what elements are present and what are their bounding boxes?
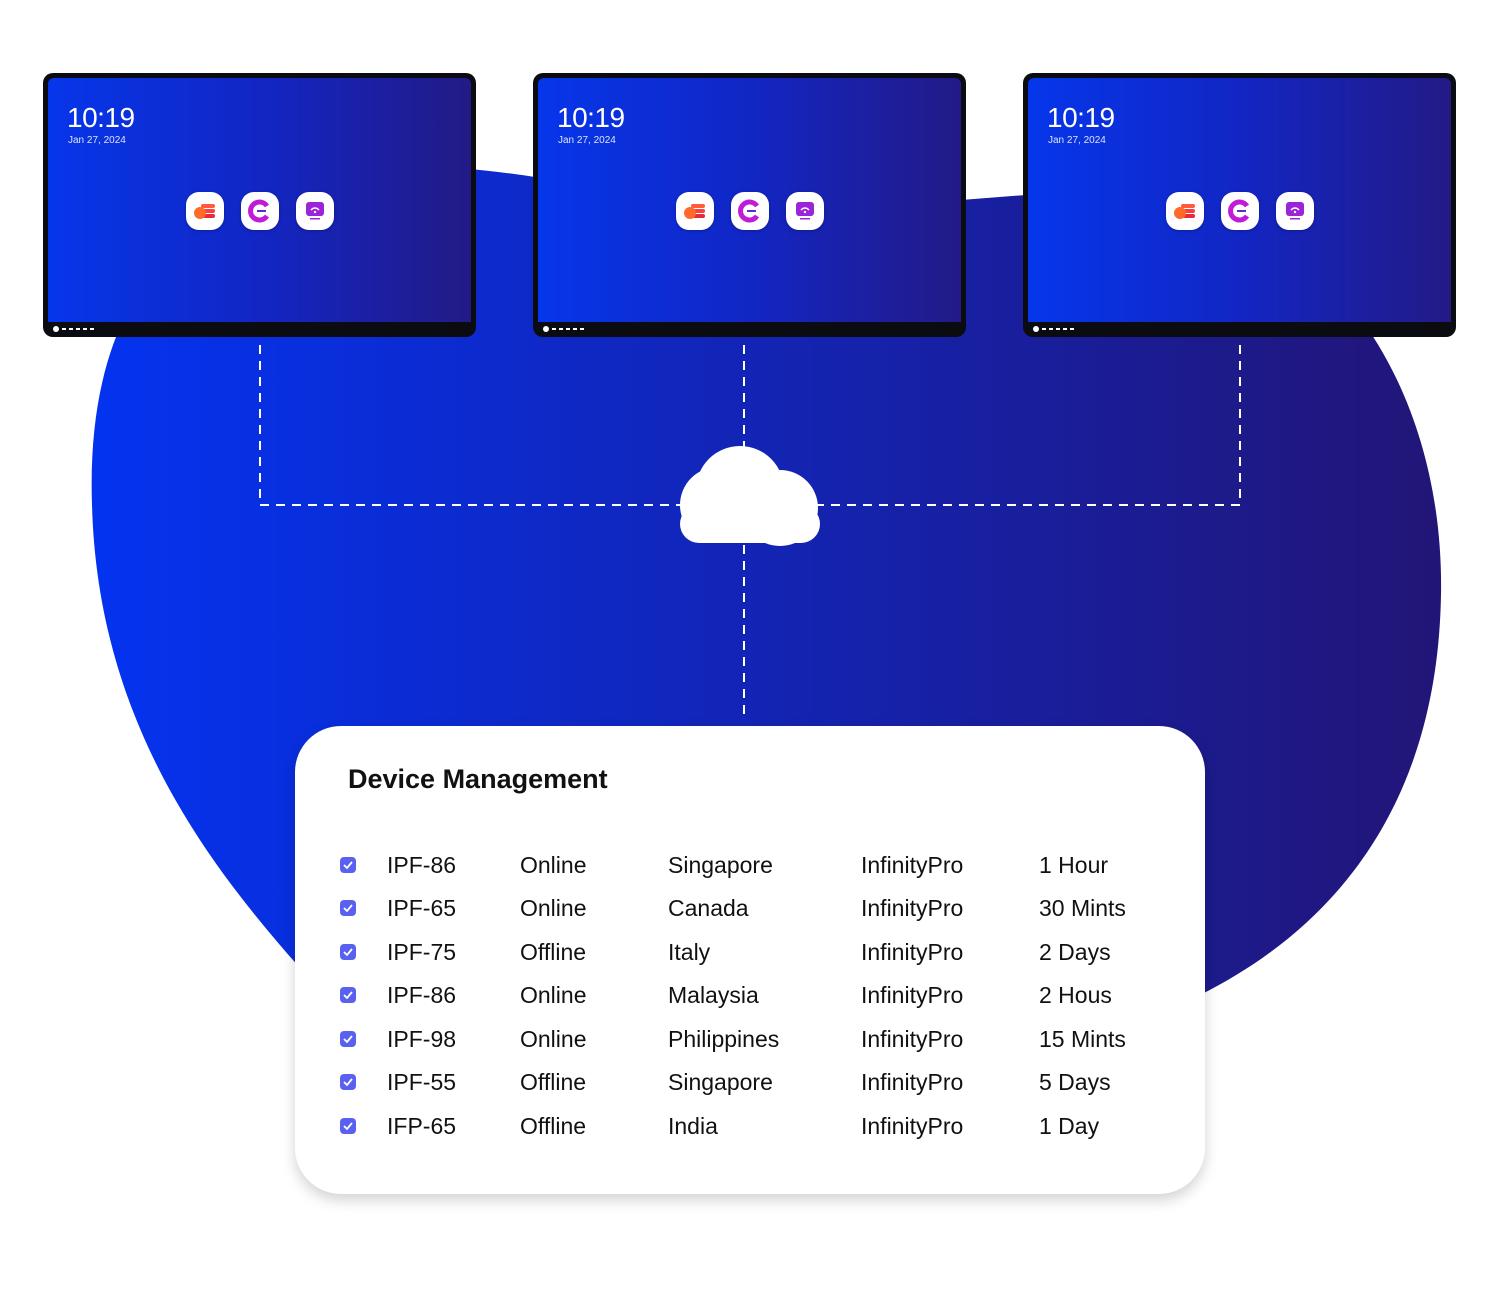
device-location: Malaysia: [668, 982, 759, 1008]
wifi-cast-app-icon[interactable]: [296, 192, 334, 230]
stack-app-icon[interactable]: [676, 192, 714, 230]
card-title: Device Management: [348, 764, 608, 794]
row-checkbox[interactable]: [340, 900, 356, 916]
stack-app-icon[interactable]: [186, 192, 224, 230]
taskbar: [543, 325, 584, 333]
device-management-card: Device Management IPF-86 Online Singapor…: [295, 726, 1205, 1194]
device-model: InfinityPro: [861, 982, 964, 1008]
device-id: IPF-86: [387, 982, 457, 1008]
device-status: Online: [520, 895, 587, 921]
device-row[interactable]: IPF-86 Online Malaysia InfinityPro 2 Hou…: [295, 982, 1205, 1012]
device-status: Offline: [520, 939, 587, 965]
device-location: Singapore: [668, 852, 773, 878]
wifi-cast-app-icon[interactable]: [1276, 192, 1314, 230]
device-status: Online: [520, 982, 587, 1008]
device-last-seen: 2 Days: [1039, 939, 1111, 965]
cloud-icon: [680, 446, 820, 546]
clock-time: 10:19: [1047, 102, 1115, 133]
c-app-icon[interactable]: [1221, 192, 1259, 230]
device-id: IPF-75: [387, 939, 457, 965]
stack-app-icon[interactable]: [1166, 192, 1204, 230]
device-id: IFP-65: [387, 1113, 457, 1139]
device-status: Offline: [520, 1113, 587, 1139]
device-last-seen: 2 Hous: [1039, 982, 1112, 1008]
taskbar: [53, 325, 94, 333]
row-checkbox[interactable]: [340, 1074, 356, 1090]
taskbar: [1033, 325, 1074, 333]
device-status: Offline: [520, 1069, 587, 1095]
device-model: InfinityPro: [861, 939, 964, 965]
device-row[interactable]: IPF-75 Offline Italy InfinityPro 2 Days: [295, 939, 1205, 969]
row-checkbox[interactable]: [340, 857, 356, 873]
device-location: Italy: [668, 939, 711, 965]
device-location: Canada: [668, 895, 749, 921]
display-screen-3[interactable]: 10:19 Jan 27, 2024: [1023, 73, 1456, 337]
clock-date: Jan 27, 2024: [558, 135, 616, 146]
device-location: Singapore: [668, 1069, 773, 1095]
display-screen-2[interactable]: 10:19 Jan 27, 2024: [533, 73, 966, 337]
row-checkbox[interactable]: [340, 1031, 356, 1047]
screen-wallpaper: 10:19 Jan 27, 2024: [1028, 78, 1451, 322]
row-checkbox[interactable]: [340, 944, 356, 960]
device-row[interactable]: IPF-98 Online Philippines InfinityPro 15…: [295, 1026, 1205, 1056]
display-screen-1[interactable]: 10:19 Jan 27, 2024: [43, 73, 476, 337]
wifi-cast-app-icon[interactable]: [786, 192, 824, 230]
device-last-seen: 1 Hour: [1039, 852, 1109, 878]
c-app-icon[interactable]: [241, 192, 279, 230]
device-last-seen: 15 Mints: [1039, 1026, 1126, 1052]
device-model: InfinityPro: [861, 852, 964, 878]
device-id: IPF-65: [387, 895, 457, 921]
clock-date: Jan 27, 2024: [68, 135, 126, 146]
device-last-seen: 1 Day: [1039, 1113, 1100, 1139]
clock-time: 10:19: [67, 102, 135, 133]
device-last-seen: 5 Days: [1039, 1069, 1111, 1095]
clock-time: 10:19: [557, 102, 625, 133]
row-checkbox[interactable]: [340, 987, 356, 1003]
device-model: InfinityPro: [861, 1113, 964, 1139]
device-model: InfinityPro: [861, 895, 964, 921]
device-last-seen: 30 Mints: [1039, 895, 1126, 921]
clock-date: Jan 27, 2024: [1048, 135, 1106, 146]
device-id: IPF-98: [387, 1026, 457, 1052]
device-row[interactable]: IPF-65 Online Canada InfinityPro 30 Mint…: [295, 895, 1205, 925]
device-row[interactable]: IPF-55 Offline Singapore InfinityPro 5 D…: [295, 1069, 1205, 1099]
device-row[interactable]: IPF-86 Online Singapore InfinityPro 1 Ho…: [295, 852, 1205, 882]
device-location: Philippines: [668, 1026, 780, 1052]
device-location: India: [668, 1113, 718, 1139]
device-id: IPF-86: [387, 852, 457, 878]
screen-wallpaper: 10:19 Jan 27, 2024: [538, 78, 961, 322]
device-status: Online: [520, 1026, 587, 1052]
device-row[interactable]: IFP-65 Offline India InfinityPro 1 Day: [295, 1113, 1205, 1143]
c-app-icon[interactable]: [731, 192, 769, 230]
row-checkbox[interactable]: [340, 1118, 356, 1134]
device-id: IPF-55: [387, 1069, 457, 1095]
device-status: Online: [520, 852, 587, 878]
screen-wallpaper: 10:19 Jan 27, 2024: [48, 78, 471, 322]
device-model: InfinityPro: [861, 1026, 964, 1052]
device-model: InfinityPro: [861, 1069, 964, 1095]
